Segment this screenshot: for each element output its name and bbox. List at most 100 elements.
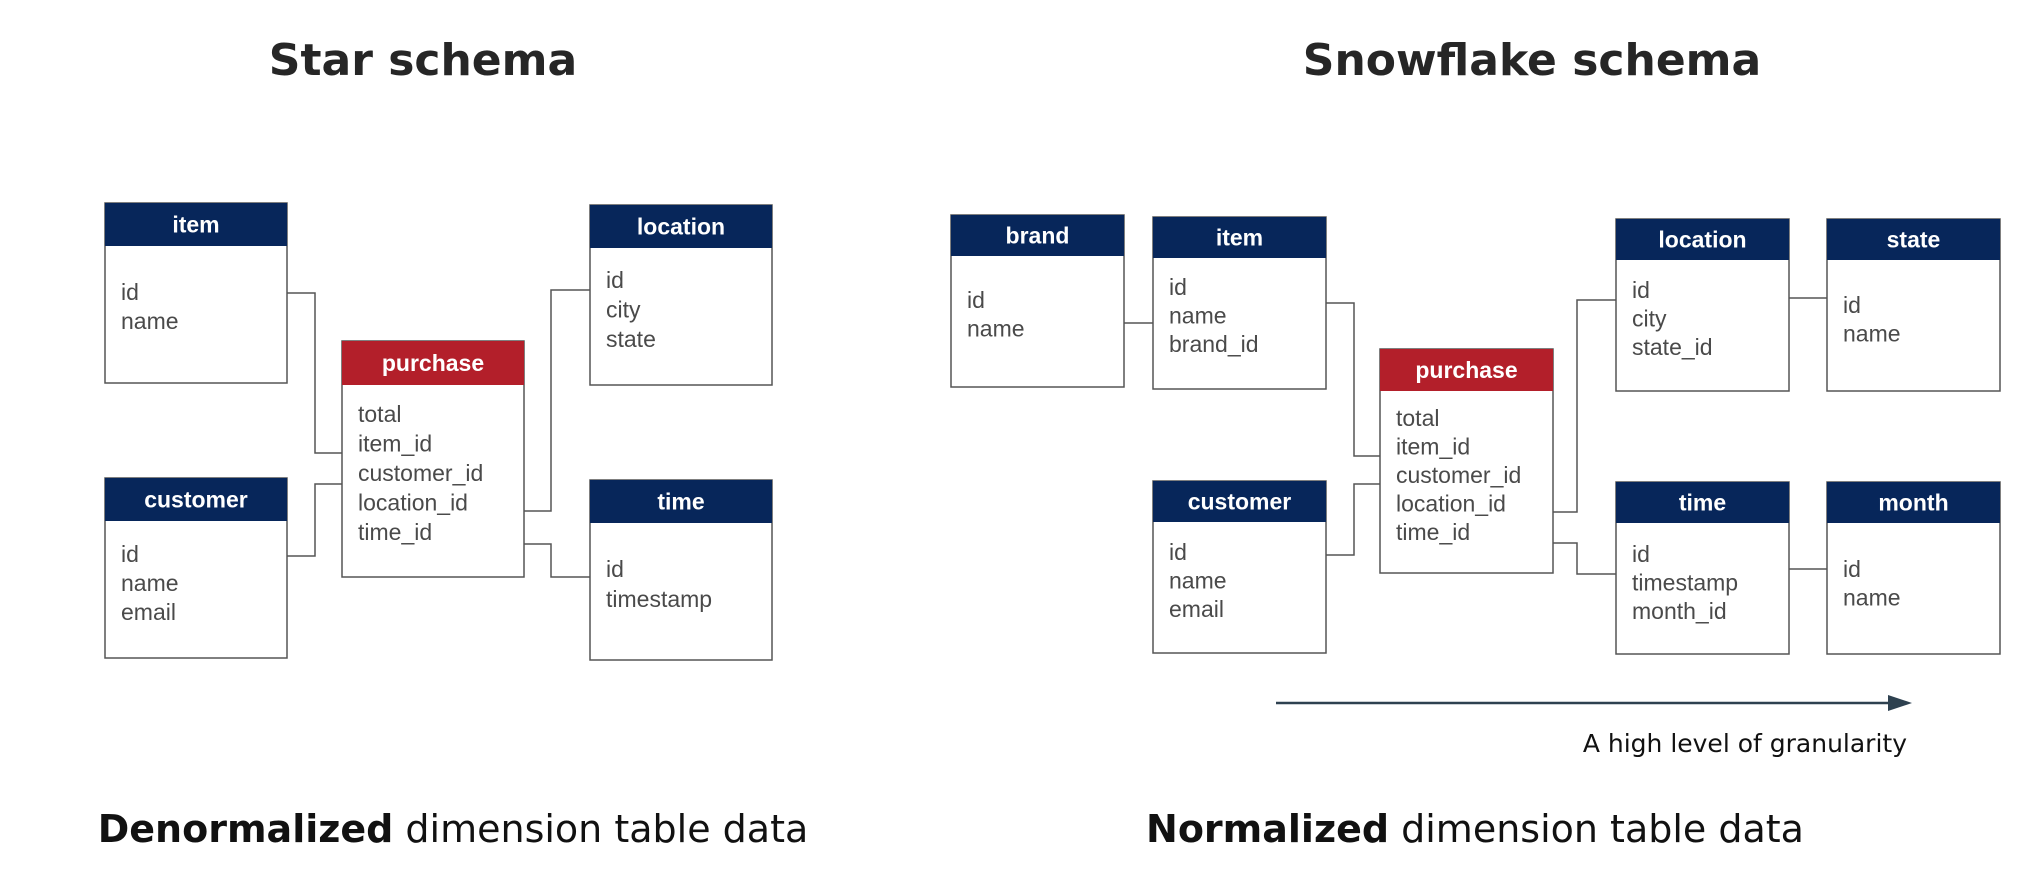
snowflake-time-field-timestamp: timestamp [1632,570,1738,596]
star-customer-field-name: name [121,570,179,596]
snowflake-item-table-name: item [1216,225,1263,251]
snowflake-location-field-city: city [1632,306,1667,332]
star-table-customer: customer id name email [104,477,288,659]
snowflake-state-field-name: name [1843,321,1901,347]
star-purchase-table-header [342,341,524,385]
star-item-field-id: id [121,279,139,305]
snowflake-brand-table-name: brand [1006,223,1070,249]
star-time-field-timestamp: timestamp [606,586,712,612]
granularity-arrow-head [1888,695,1912,711]
snowflake-location-field-id: id [1632,277,1650,303]
snowflake-purchase-table-header [1380,349,1553,391]
snowflake-purchase-table-name: purchase [1415,357,1517,383]
star-item-field-name: name [121,308,179,334]
snowflake-customer-table-header [1153,481,1326,522]
star-purchase-field-total: total [358,401,401,427]
star-location-table-header [590,205,772,248]
star-item-to-purchase-connector [287,292,342,454]
star-location-table-name: location [637,214,725,240]
snowflake-time-field-id: id [1632,541,1650,567]
snow-purchase-to-time-connector [1553,542,1616,575]
star-location-field-city: city [606,297,641,323]
star-table-location: location id city state [589,204,773,386]
star-item-table-name: item [172,212,219,238]
snowflake-purchase-field-location-id: location_id [1396,491,1506,517]
star-purchase-to-time-connector [524,543,590,578]
snowflake-month-field-name: name [1843,585,1901,611]
snowflake-location-field-state-id: state_id [1632,334,1713,360]
star-purchase-table-name: purchase [382,350,484,376]
snowflake-table-brand: brand id name [950,214,1125,388]
snowflake-table-state: state id name [1826,218,2001,392]
star-location-field-id: id [606,267,624,293]
snowflake-item-table-header [1153,217,1326,258]
snowflake-purchase-field-customer-id: customer_id [1396,462,1521,488]
snowflake-location-table-name: location [1658,227,1746,253]
star-customer-field-email: email [121,599,176,625]
snowflake-brand-field-id: id [967,287,985,313]
star-purchase-field-item-id: item_id [358,431,432,457]
snowflake-caption-bold: Normalized [1146,807,1389,851]
star-purchase-field-time-id: time_id [358,519,432,545]
snowflake-time-field-month-id: month_id [1632,598,1727,624]
star-caption-rest: dimension table data [393,807,808,851]
star-table-time: time id timestamp [589,479,773,661]
snowflake-customer-field-id: id [1169,539,1187,565]
snowflake-purchase-field-time-id: time_id [1396,519,1470,545]
snowflake-brand-table-header [951,215,1124,256]
snowflake-location-table-header [1616,219,1789,260]
snowflake-customer-field-email: email [1169,596,1224,622]
snow-purchase-to-location-connector [1553,299,1616,513]
star-table-purchase: purchase total item_id customer_id location_… [341,340,525,578]
snowflake-state-field-id: id [1843,292,1861,318]
star-table-item: item id name [104,202,288,384]
snowflake-customer-table-name: customer [1188,489,1292,515]
star-customer-field-id: id [121,541,139,567]
snowflake-time-table-name: time [1679,490,1726,516]
star-purchase-to-location-connector [524,289,590,512]
star-time-table-header [590,480,772,523]
snowflake-customer-field-name: name [1169,568,1227,594]
snowflake-brand-field-name: name [967,316,1025,342]
snowflake-item-field-brand-id: brand_id [1169,331,1259,357]
star-purchase-field-customer-id: customer_id [358,460,483,486]
snowflake-schema-caption: Normalized dimension table data [1146,807,1804,851]
star-customer-table-name: customer [144,487,248,513]
star-customer-to-purchase-connector [287,483,342,557]
snowflake-state-table-header [1827,219,2000,260]
star-caption-bold: Denormalized [98,807,394,851]
snow-item-to-purchase-connector [1326,302,1380,457]
snowflake-schema-title: Snowflake schema [1303,35,1761,86]
snowflake-month-table-name: month [1878,490,1948,516]
snowflake-table-month: month id name [1826,481,2001,655]
snowflake-schema-tables: brandidnameitemidnamebrand_idcustomeridn… [950,214,2001,655]
star-time-field-id: id [606,556,624,582]
star-customer-table-header [105,478,287,521]
star-schema-tables: item id name customer id name email purchase tot… [104,202,773,661]
star-location-field-state: state [606,326,656,352]
star-schema-title: Star schema [269,35,577,86]
granularity-arrow [1276,695,1912,711]
snowflake-item-field-id: id [1169,274,1187,300]
snowflake-month-field-id: id [1843,556,1861,582]
snowflake-time-table-header [1616,482,1789,523]
star-item-table-header [105,203,287,246]
granularity-label: A high level of granularity [1583,729,1907,758]
snowflake-item-field-name: name [1169,303,1227,329]
star-purchase-field-location-id: location_id [358,490,468,516]
star-schema-caption: Denormalized dimension table data [98,807,809,851]
snow-customer-to-purchase-connector [1326,483,1380,556]
star-time-table-name: time [657,489,704,515]
snowflake-caption-rest: dimension table data [1389,807,1804,851]
snowflake-purchase-field-total: total [1396,405,1439,431]
snowflake-state-table-name: state [1887,227,1941,253]
snowflake-month-table-header [1827,482,2000,523]
connector-lines [287,289,1827,578]
snowflake-purchase-field-item-id: item_id [1396,434,1470,460]
